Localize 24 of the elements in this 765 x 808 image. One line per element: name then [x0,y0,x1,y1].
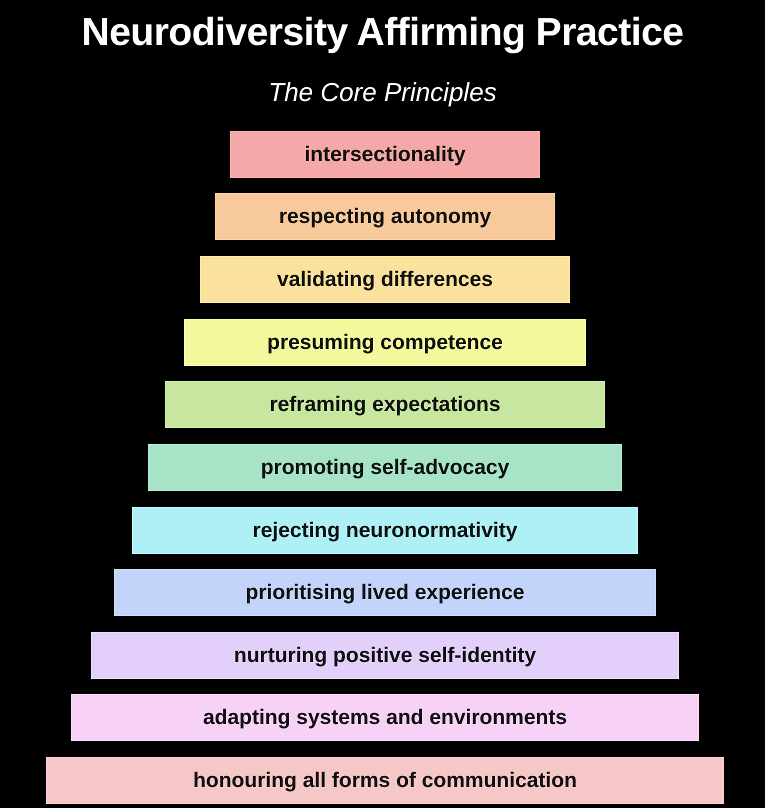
tier-label: respecting autonomy [278,204,492,228]
pyramid-tier [165,381,605,428]
tier-label: adapting systems and environments [202,706,568,730]
pyramid-tier [114,569,656,616]
tier-label: rejecting neuronormativity [252,518,518,542]
pyramid-tier [230,131,540,178]
tier-label: intersectionality [304,142,466,166]
tier-label: presuming competence [267,330,503,354]
tier-label: validating differences [277,268,493,292]
pyramid-tier [215,193,555,240]
pyramid-tier [184,319,586,366]
tier-label: nurturing positive self-identity [234,644,536,668]
pyramid-tier [200,256,570,303]
pyramid-tier [46,757,724,804]
subtitle: The Core Principles [267,76,498,108]
pyramid-tier [91,632,679,679]
tier-label: reframing expectations [269,392,501,416]
tier-label: promoting self-advocacy [260,456,510,480]
pyramid-tier [71,694,699,741]
pyramid-tier [132,507,638,554]
title: Neurodiversity Affirming Practice [80,10,684,56]
tier-label: prioritising lived experience [246,580,524,604]
pyramid-tier [148,444,622,491]
tier-label: honouring all forms of communication [193,768,577,792]
